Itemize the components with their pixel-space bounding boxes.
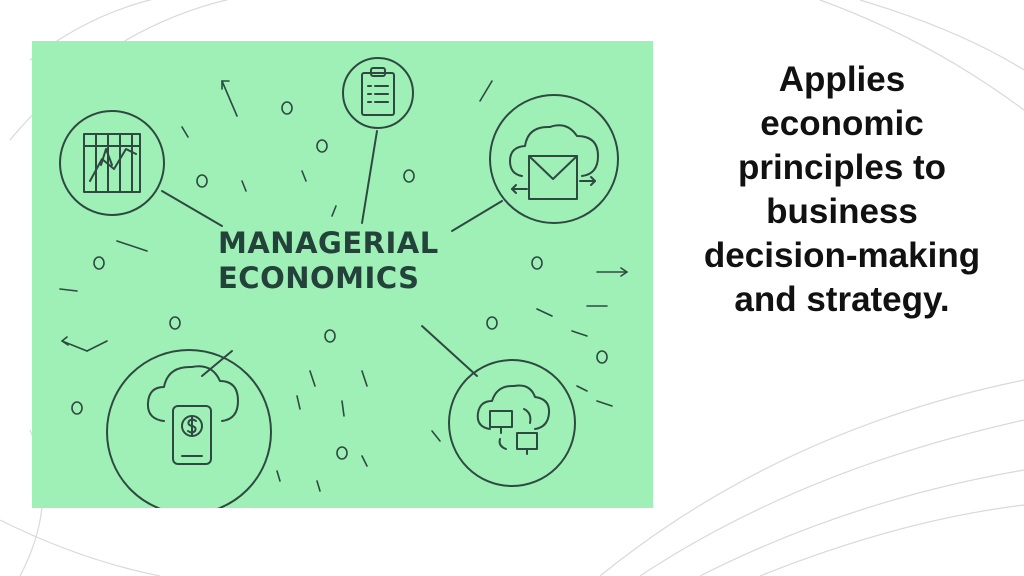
connector-line (361, 130, 378, 224)
caption-line: economic (760, 104, 924, 143)
caption-line: and strategy. (734, 280, 950, 319)
cloud-devices-icon (476, 384, 551, 455)
caption-line: principles to (737, 148, 947, 187)
node-circle (59, 110, 165, 216)
node-circle (342, 57, 414, 129)
caption-line: business (766, 192, 918, 231)
connector-line (451, 200, 503, 232)
connector-line (201, 350, 233, 377)
caption-line: decision-making (703, 236, 981, 275)
illustration-title: MANAGERIAL ECONOMICS (218, 226, 478, 297)
clipboard-icon (361, 67, 395, 116)
cloud-phone-dollar-icon (146, 365, 239, 465)
slide-caption: Applies economic principles to business … (664, 58, 1020, 322)
node-circle (489, 94, 619, 224)
node-circle (448, 359, 576, 487)
chart-icon (83, 133, 141, 193)
caption-line: Applies (778, 60, 906, 99)
illustration-title-line2: ECONOMICS (218, 261, 420, 296)
node-circle (106, 349, 272, 508)
connector-line (161, 190, 223, 227)
illustration-artwork (59, 57, 628, 508)
illustration-title-line1: MANAGERIAL (218, 226, 439, 260)
cloud-envelope-icon (509, 124, 599, 200)
connector-line (421, 325, 478, 377)
managerial-economics-illustration: MANAGERIAL ECONOMICS (32, 41, 653, 508)
